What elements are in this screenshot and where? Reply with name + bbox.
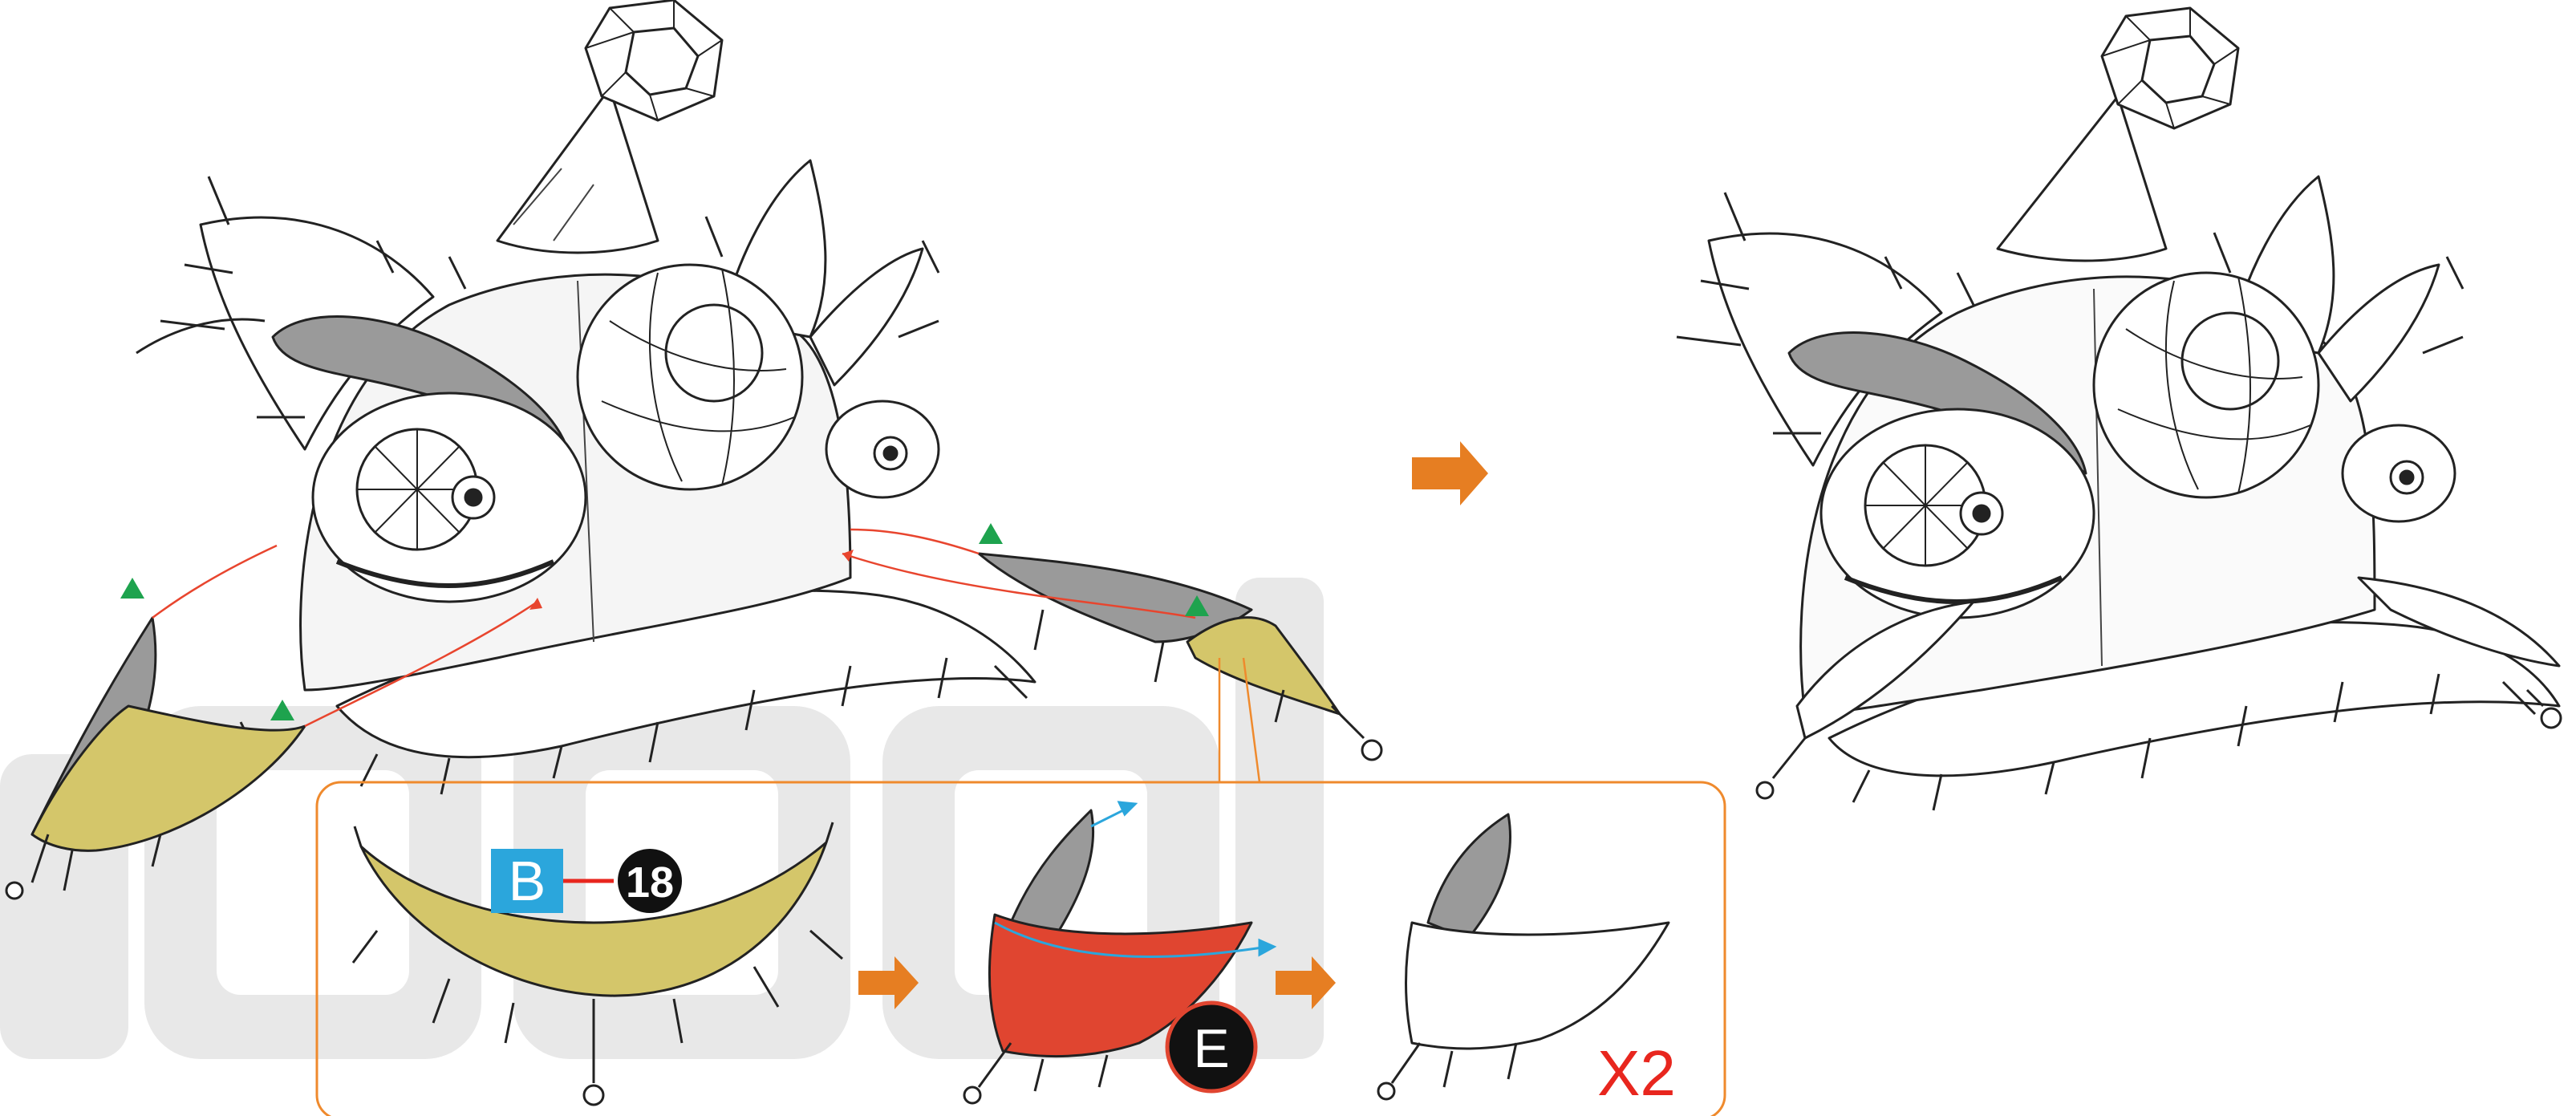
left-assembly (136, 0, 1035, 794)
part-number-text: 18 (626, 858, 674, 907)
completed-assembly (1677, 8, 2561, 810)
orange-arrow-icon (1412, 441, 1488, 505)
green-triangle-icon (979, 523, 1003, 544)
step-badge: E (1167, 1003, 1256, 1091)
party-hat (497, 88, 658, 253)
step-letter-text: E (1193, 1018, 1229, 1079)
green-triangle-icon (120, 578, 144, 599)
part-code-text: B (509, 850, 546, 912)
multiplier-text: X2 (1597, 1037, 1676, 1109)
